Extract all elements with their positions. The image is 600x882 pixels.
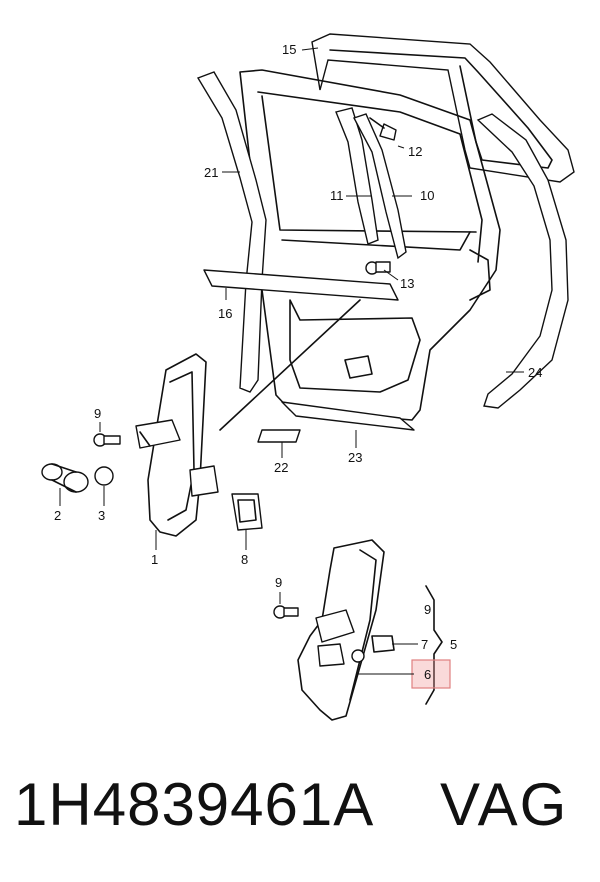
screws-12-13 — [365, 117, 397, 275]
brand-name: VAG — [440, 771, 569, 838]
clip-8 — [231, 493, 263, 531]
exploded-parts-diagram: 15 21 12 11 10 13 16 24 22 23 9 2 3 1 8 … — [41, 33, 575, 721]
window-regulator-assembly-lower — [273, 539, 395, 721]
window-regulator-main — [135, 299, 361, 537]
callout-labels: 15 21 12 11 10 13 16 24 22 23 9 2 3 1 8 … — [54, 42, 542, 682]
small-parts — [41, 433, 121, 493]
callout-6: 6 — [424, 667, 431, 682]
callout-9-brace: 9 — [424, 602, 431, 617]
callout-9-top: 9 — [94, 406, 101, 421]
sill-seal — [281, 401, 415, 431]
callout-10: 10 — [420, 188, 434, 203]
callout-24: 24 — [528, 365, 542, 380]
callout-7: 7 — [421, 637, 428, 652]
door-shell — [239, 69, 501, 421]
callout-12: 12 — [408, 144, 422, 159]
callout-9-lower: 9 — [275, 575, 282, 590]
callout-11: 11 — [330, 188, 344, 203]
leader-lines — [59, 47, 524, 675]
callout-15: 15 — [282, 42, 296, 57]
callout-8: 8 — [241, 552, 248, 567]
callout-23: 23 — [348, 450, 362, 465]
callout-16: 16 — [218, 306, 232, 321]
callout-2: 2 — [54, 508, 61, 523]
callout-22: 22 — [274, 460, 288, 475]
callout-13: 13 — [400, 276, 414, 291]
front-pillar-seal — [196, 71, 267, 393]
inner-belt-strip — [203, 269, 399, 301]
callout-5: 5 — [450, 637, 457, 652]
part-number: 1H4839461A — [14, 771, 375, 838]
window-channel-strips — [335, 107, 407, 260]
brace-group-5 — [425, 585, 443, 705]
rear-edge-seal — [476, 113, 569, 409]
callout-3: 3 — [98, 508, 105, 523]
callout-1: 1 — [151, 552, 158, 567]
foam-pad — [257, 429, 301, 443]
callout-21: 21 — [204, 165, 218, 180]
